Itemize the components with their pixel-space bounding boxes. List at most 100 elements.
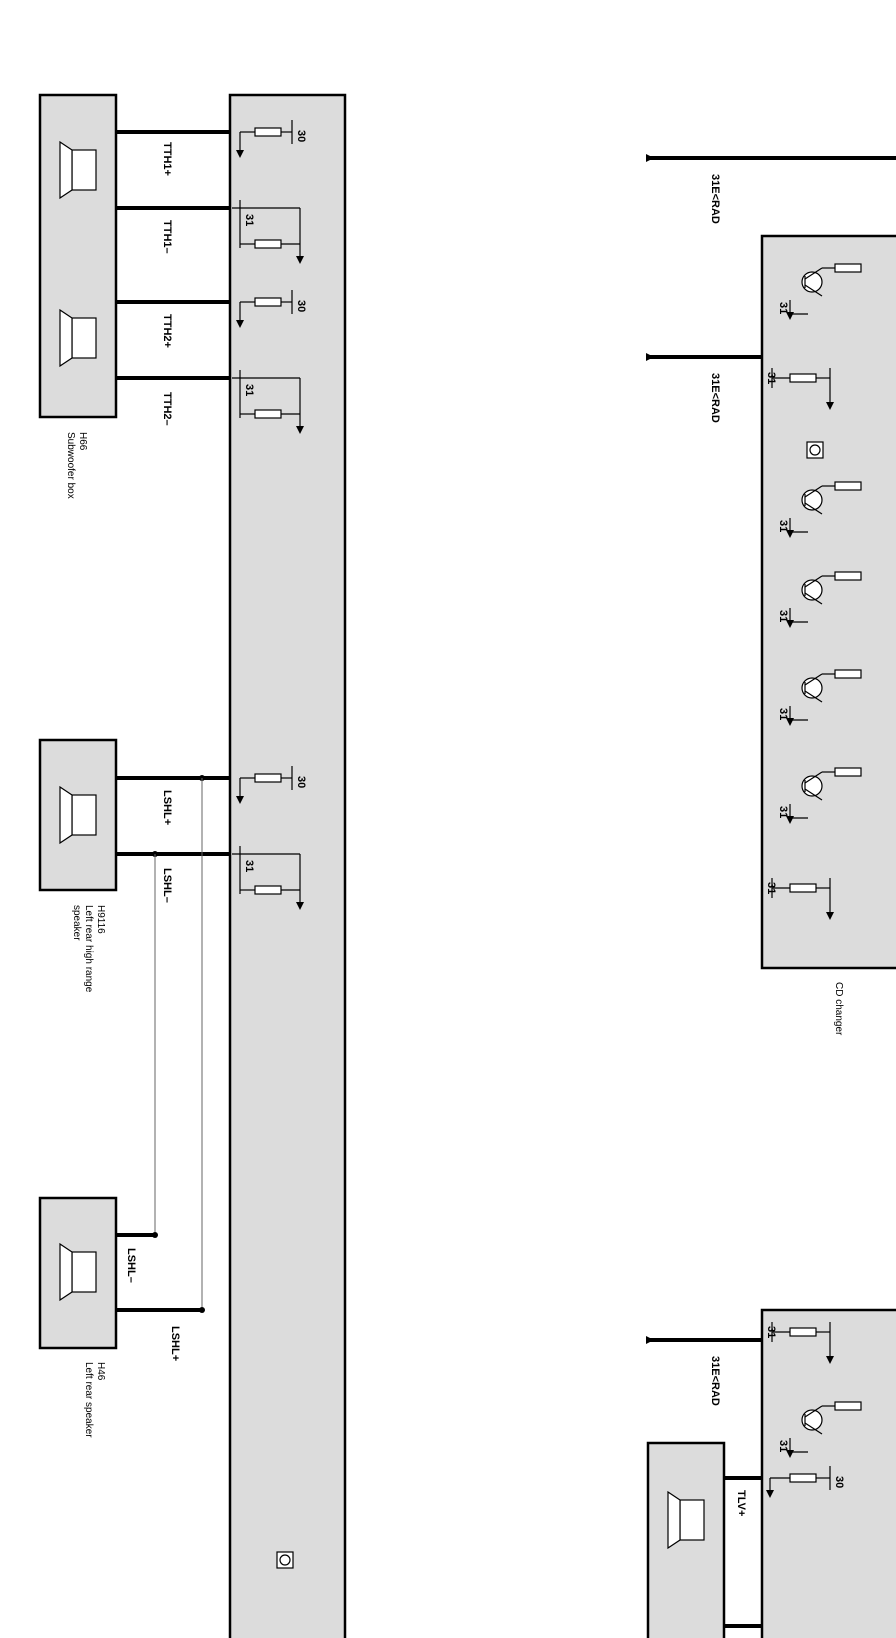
transistor-collector — [804, 1405, 823, 1418]
speaker-cone — [59, 1242, 73, 1302]
wire-label-tth2-plus: TTH2+ — [161, 314, 173, 348]
terminal-31-label: 31 — [777, 610, 789, 622]
ground-ref-label-2: 31E<RAD — [709, 373, 721, 423]
ground-arrow-icon — [826, 1356, 834, 1364]
arrow-down-icon — [236, 796, 244, 804]
left-rear-code: H46 — [95, 1362, 106, 1381]
resistor — [789, 883, 817, 893]
wire-label-lshl-minus-upper: LSHL– — [161, 868, 173, 903]
terminal-31-label: 31 — [777, 520, 789, 532]
resistor — [834, 767, 862, 777]
left-rear-high-name-2: speaker — [71, 905, 82, 941]
wire-label-tth2-minus: TTH2– — [161, 392, 173, 426]
splice-point — [152, 1232, 158, 1238]
terminal-31-label: 31 — [777, 302, 789, 314]
transistor-stage — [786, 1401, 862, 1458]
arrow-down-icon — [236, 320, 244, 328]
wire-label-tth1-plus: TTH1+ — [161, 142, 173, 176]
resistor — [254, 409, 282, 419]
cd-terminal-31-circuit — [771, 878, 834, 920]
terminal-30-circuit — [236, 766, 293, 804]
transistor-stage — [786, 481, 862, 538]
resistor — [789, 1473, 817, 1483]
ground-ref-label-1: 31E<RAD — [709, 174, 721, 224]
speaker-magnet — [679, 1499, 705, 1541]
ground-arrow-icon — [296, 256, 304, 264]
ground-arrow-icon — [296, 902, 304, 910]
resistor — [254, 297, 282, 307]
transistor-collector — [804, 575, 823, 588]
ground-arrow-icon — [786, 1450, 794, 1458]
subwoofer-box — [38, 93, 118, 419]
speaker-cone — [59, 785, 73, 845]
resistor — [254, 773, 282, 783]
connector-arrow-icon — [646, 1336, 654, 1344]
resistor — [789, 373, 817, 383]
connector-arrow-icon — [646, 353, 654, 361]
resistor — [789, 1327, 817, 1337]
splice-point — [199, 1307, 205, 1313]
transistor-stage — [786, 263, 862, 320]
ground-arrow-icon — [826, 402, 834, 410]
terminal-31-label: 31 — [243, 384, 255, 396]
ground-arrow-icon — [786, 312, 794, 320]
arrow-down-icon — [766, 1490, 774, 1498]
radio-amplifier-module — [228, 93, 347, 1638]
speaker-cone — [59, 308, 73, 368]
terminal-31-label: 31 — [777, 806, 789, 818]
terminal-31-circuit — [232, 370, 304, 434]
cd-terminal-31-circuit — [771, 368, 834, 410]
ground-arrow-icon — [826, 912, 834, 920]
transistor-collector — [804, 771, 823, 784]
lower-right-module — [760, 1308, 896, 1638]
transistor-stage — [786, 669, 862, 726]
terminal-31-circuit — [232, 200, 304, 264]
wire-label-lshl-minus-lower: LSHL– — [125, 1248, 137, 1283]
terminal-31-label: 31 — [765, 372, 777, 384]
wire-label-lshl-plus-lower: LSHL+ — [169, 1326, 181, 1361]
ground-ref-label-3: 31E<RAD — [709, 1356, 721, 1406]
cd-changer-label: CD changer — [833, 982, 844, 1036]
resistor — [834, 481, 862, 491]
terminal-31-circuit — [232, 846, 304, 910]
subwoofer-name: Subwoofer box — [65, 432, 76, 499]
speaker-cone — [59, 140, 73, 200]
subwoofer-speaker-2 — [59, 308, 97, 368]
transistor-emitter — [804, 284, 823, 297]
resistor — [834, 263, 862, 273]
transistor-emitter — [804, 1422, 823, 1435]
front-speaker — [667, 1490, 705, 1550]
resistor — [834, 571, 862, 581]
connector-arrow-icon — [646, 154, 654, 162]
left-rear-name: Left rear speaker — [83, 1362, 94, 1438]
transistor-emitter — [804, 502, 823, 515]
left-rear-speaker — [59, 1242, 97, 1302]
resistor — [254, 127, 282, 137]
terminal-30-circuit — [236, 290, 293, 328]
left-rear-high-name-1: Left rear high range — [83, 905, 94, 993]
terminal-31-label: 31 — [243, 214, 255, 226]
shield-icon-circle — [809, 444, 821, 456]
resistor — [834, 1401, 862, 1411]
subwoofer-speaker-1 — [59, 140, 97, 200]
terminal-31-label: 31 — [243, 860, 255, 872]
terminal-30-label: 30 — [295, 130, 307, 142]
speaker-magnet — [71, 794, 97, 836]
cd-terminal-31-circuit — [771, 1322, 834, 1364]
speaker-cone — [667, 1490, 681, 1550]
transistor-collector — [804, 267, 823, 280]
terminal-31-label: 31 — [777, 1440, 789, 1452]
ground-arrow-icon — [296, 426, 304, 434]
terminal-31-label: 31 — [765, 1326, 777, 1338]
transistor-emitter — [804, 592, 823, 605]
ground-arrow-icon — [786, 530, 794, 538]
speaker-magnet — [71, 1251, 97, 1293]
resistor — [254, 885, 282, 895]
speaker-magnet — [71, 149, 97, 191]
shield-icon-circle — [279, 1554, 291, 1566]
ground-arrow-icon — [786, 816, 794, 824]
ground-arrow-icon — [786, 620, 794, 628]
transistor-stage — [786, 767, 862, 824]
speaker-magnet — [71, 317, 97, 359]
arrow-down-icon — [236, 150, 244, 158]
